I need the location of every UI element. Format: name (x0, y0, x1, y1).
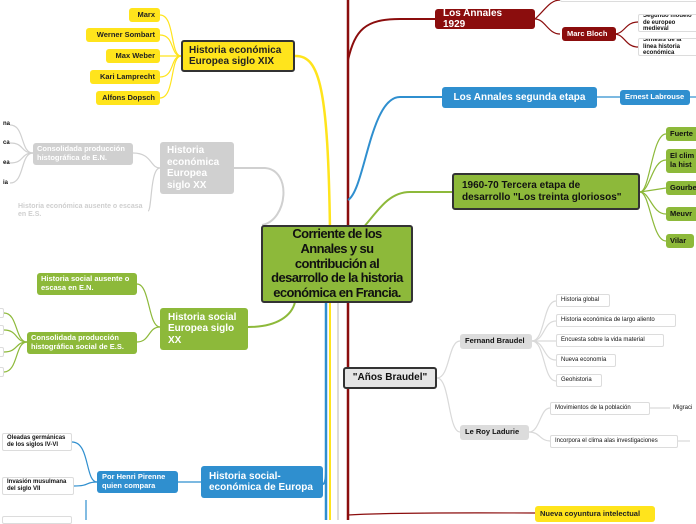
author-max-weber[interactable]: Max Weber (106, 49, 160, 63)
cut-fragment-2[interactable]: ca (0, 138, 10, 148)
meuvr[interactable]: Meuvr (666, 207, 696, 221)
historia-economica-largo-aliento[interactable]: Historia económica de largo aliento (556, 314, 676, 327)
topic-nueva-coyuntura[interactable]: Nueva coyuntura intelectual (535, 506, 655, 522)
cut-leaf-3[interactable] (0, 347, 4, 357)
cut-leaf-2[interactable] (0, 325, 4, 335)
author-alfons-dopsch[interactable]: Alfons Dopsch (96, 91, 160, 105)
topic-tercera-etapa[interactable]: 1960-70 Tercera etapa de desarrollo "Los… (452, 173, 640, 210)
cut-leaf-4[interactable] (0, 367, 4, 377)
fernand-braudel[interactable]: Fernand Braudel (460, 334, 532, 349)
encuesta-vida-material[interactable]: Encuesta sobre la vida material (556, 334, 664, 347)
marc-bloch[interactable]: Marc Bloch (562, 27, 616, 41)
nueva-economia[interactable]: Nueva economía (556, 354, 616, 367)
migracion[interactable]: Migraci (670, 402, 696, 415)
vilar[interactable]: Vilar (666, 234, 694, 248)
author-werner-sombart[interactable]: Werner Sombart (86, 28, 160, 42)
topic-anos-braudel[interactable]: "Años Braudel" (343, 367, 437, 389)
cut-leaf-top[interactable] (560, 0, 696, 2)
geohistoria[interactable]: Geohistoria (556, 374, 602, 387)
gourbe[interactable]: Gourbe (666, 181, 696, 195)
topic-historia-socioeconomica[interactable]: Historia social-económica de Europa (201, 466, 323, 498)
le-roy-ladurie[interactable]: Le Roy Ladurie (460, 425, 529, 440)
sintesis-linea[interactable]: Síntesis de la línea historia económica (638, 38, 696, 56)
consolidada-produccion-en[interactable]: Consolidada producción histográfica de E… (33, 143, 133, 165)
social-ausente-en[interactable]: Historia social ausente o escasa en E.N. (37, 273, 137, 295)
topic-historia-economica-xx[interactable]: Historia económica Europea siglo XX (160, 142, 234, 194)
cut-fragment-4[interactable]: ia (0, 178, 10, 188)
central-topic[interactable]: Corriente de los Annales y su contribuci… (261, 225, 413, 303)
fuerte[interactable]: Fuerte (666, 127, 696, 141)
incorpora-clima[interactable]: Incorpora el clima alas investigaciones (550, 435, 678, 448)
consolidada-produccion-social-es[interactable]: Consolidada producción histográfica soci… (27, 332, 137, 354)
economica-ausente-es[interactable]: Historia económica ausente o escasa en E… (18, 202, 143, 218)
invasion-musulmana[interactable]: Invasión musulmana del siglo VII (2, 477, 74, 495)
topic-historia-social-xx[interactable]: Historia social Europea siglo XX (160, 308, 248, 350)
por-henri-pirenne[interactable]: Por Henri Pirenne quien compara (97, 471, 178, 493)
cut-fragment-1[interactable]: na (0, 119, 10, 129)
oleadas-germanicas[interactable]: Oleadas germánicas de los siglos IV-VI (2, 433, 72, 451)
topic-annales-1929[interactable]: Los Annales 1929 (435, 9, 535, 29)
topic-annales-segunda-etapa[interactable]: Los Annales segunda etapa (442, 87, 597, 108)
topic-historia-economica-xix[interactable]: Historia económica Europea siglo XIX (181, 40, 295, 72)
segundo-modelo[interactable]: Segundo modelo de europeo medieval (638, 14, 696, 32)
clima-historia[interactable]: El clim la hist (666, 149, 696, 173)
movimientos-poblacion[interactable]: Movimientos de la población (550, 402, 650, 415)
ernest-labrouse[interactable]: Ernest Labrouse (620, 90, 690, 105)
historia-global[interactable]: Historia global (556, 294, 610, 307)
cut-fragment-3[interactable]: ea (0, 158, 10, 168)
author-kari-lamprecht[interactable]: Kari Lamprecht (90, 70, 160, 84)
cut-leaf-1[interactable] (0, 308, 4, 318)
cut-leaf-bottom[interactable] (2, 516, 72, 524)
author-marx[interactable]: Marx (129, 8, 160, 22)
